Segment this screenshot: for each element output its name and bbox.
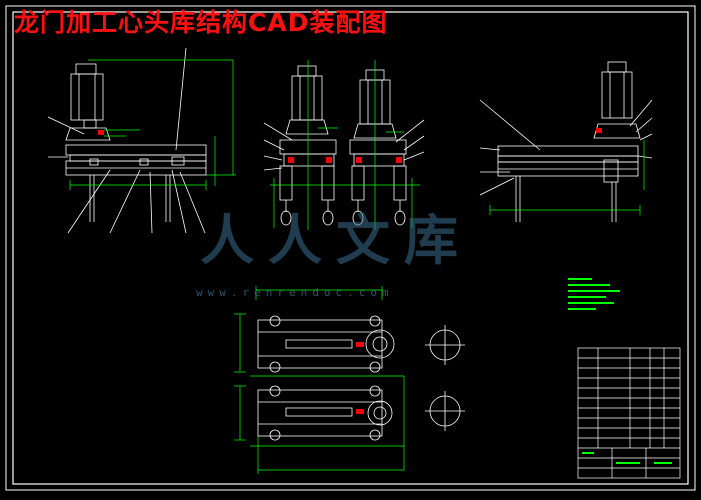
side-view-left-accents bbox=[98, 130, 104, 135]
drawing-title: 龙门加工心头库结构CAD装配图 bbox=[14, 8, 388, 37]
side-view-left bbox=[47, 47, 207, 234]
side-view-left-dimensions bbox=[69, 59, 236, 190]
plan-view bbox=[257, 315, 465, 441]
front-view-center bbox=[263, 65, 425, 226]
plan-view-dimensions bbox=[234, 286, 405, 474]
drawing-frame bbox=[5, 5, 696, 491]
technical-notes bbox=[568, 278, 620, 310]
side-view-right-accents bbox=[596, 128, 602, 133]
side-view-right bbox=[479, 61, 653, 222]
title-block-marks bbox=[582, 452, 672, 464]
front-view-center-accents bbox=[288, 157, 402, 163]
watermark-url: www.renrendoc.com bbox=[196, 286, 394, 299]
front-view-center-dimensions bbox=[270, 60, 420, 230]
side-view-right-dimensions bbox=[489, 140, 645, 215]
title-block bbox=[577, 347, 681, 479]
watermark-brand: 人人文库 bbox=[200, 208, 472, 272]
plan-view-accents bbox=[356, 342, 364, 414]
